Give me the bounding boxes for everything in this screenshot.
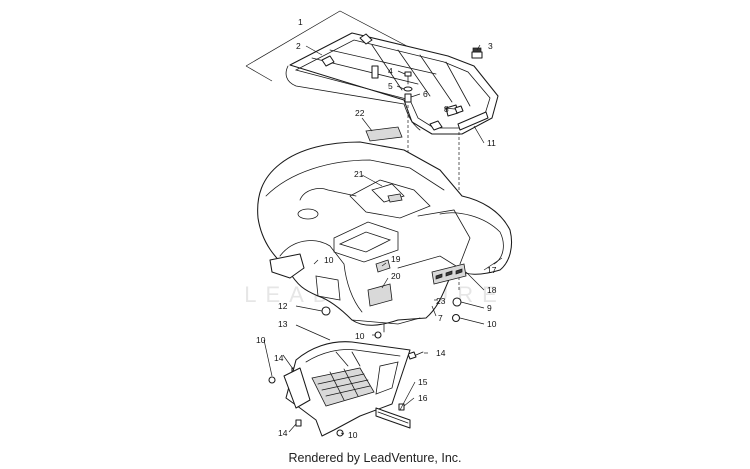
callout-12: 12	[278, 301, 288, 311]
callout-19: 19	[391, 254, 401, 264]
callout-16: 16	[418, 393, 428, 403]
callout-4: 4	[388, 66, 393, 76]
callout-labels: 1 2 3 4 5 6 7 8 9 10 10 10 10 10 11 12 1…	[256, 17, 497, 440]
rear-fender	[257, 141, 513, 333]
callout-9: 9	[487, 303, 492, 313]
callout-5: 5	[388, 81, 393, 91]
callout-10-a: 10	[324, 255, 334, 265]
footrest-bar	[375, 407, 411, 429]
callout-10-e: 10	[348, 430, 358, 440]
leader-lines	[263, 44, 503, 435]
callout-3: 3	[488, 41, 493, 51]
callout-14-b: 14	[436, 348, 446, 358]
footer-credit: Rendered by LeadVenture, Inc.	[288, 451, 462, 465]
callout-20: 20	[391, 271, 401, 281]
callout-18: 18	[487, 285, 497, 295]
callout-22: 22	[355, 108, 365, 118]
callout-21: 21	[354, 169, 364, 179]
callout-2: 2	[296, 41, 301, 51]
callout-10-b: 10	[487, 319, 497, 329]
callout-14-a: 14	[274, 353, 284, 363]
footwell	[283, 341, 411, 437]
callout-10-d: 10	[256, 335, 266, 345]
callout-17: 17	[487, 265, 497, 275]
decal	[365, 126, 403, 142]
callout-23: 23	[436, 296, 446, 306]
callout-8: 8	[444, 104, 449, 114]
callout-11: 11	[487, 138, 496, 148]
callout-13: 13	[278, 319, 288, 329]
callout-1: 1	[298, 17, 303, 27]
callout-6: 6	[423, 89, 428, 99]
callout-10-c: 10	[355, 331, 365, 341]
callout-14-c: 14	[278, 428, 288, 438]
callout-7: 7	[438, 313, 443, 323]
callout-15: 15	[418, 377, 428, 387]
rear-rack	[285, 32, 499, 135]
